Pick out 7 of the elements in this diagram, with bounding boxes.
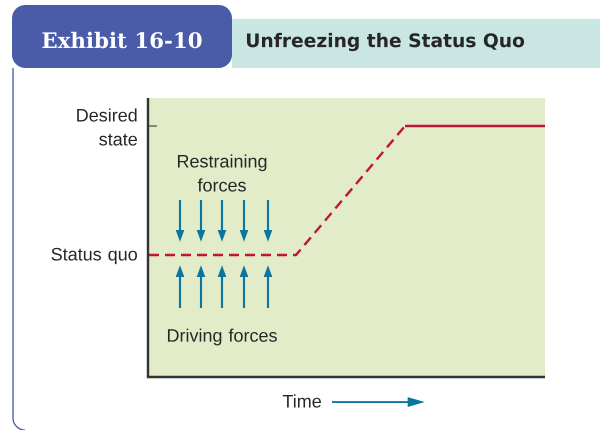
axis-label: Status quo — [52, 248, 137, 264]
title: Unfreezing the Status Quo — [246, 32, 524, 52]
exhibit-tab: Exhibit 16-10 — [12, 5, 232, 68]
force-label: Driving forces — [168, 328, 277, 346]
axis-label: Time — [282, 394, 321, 408]
force-label: Restraining forces — [178, 154, 266, 192]
axis-label: Desired state — [77, 108, 137, 146]
